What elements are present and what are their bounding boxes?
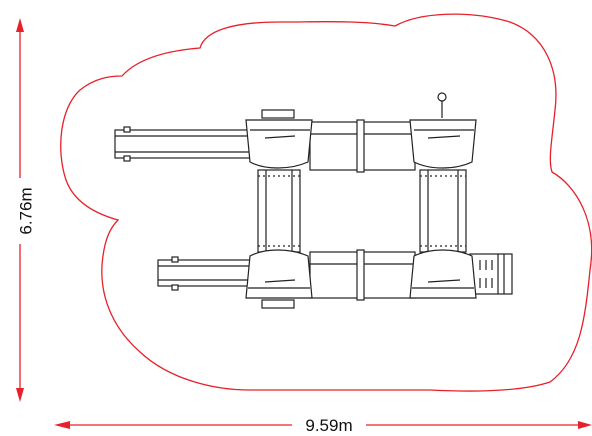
tunnel-top (309, 119, 416, 173)
width-arrow-right (578, 421, 592, 429)
height-arrow-bottom (16, 388, 24, 402)
slide-bottom-left (157, 256, 251, 291)
play-structure (114, 92, 513, 309)
safety-zone-outline (60, 13, 592, 392)
width-label: 9.59m (305, 416, 352, 435)
height-label: 6.76m (16, 187, 35, 234)
climbing-net-right (419, 169, 467, 253)
ladder-right (469, 253, 513, 295)
tower-bottom-right (409, 249, 477, 299)
slide-top-left (114, 126, 251, 162)
tower-top-right (409, 92, 477, 169)
height-arrow-top (16, 18, 24, 32)
climbing-net-left (257, 169, 301, 253)
periscope-icon (437, 92, 447, 102)
width-arrow-left (54, 421, 70, 429)
width-dimension: 9.59m (54, 415, 592, 435)
tower-bottom-left (245, 249, 313, 309)
height-dimension: 6.76m (10, 18, 35, 402)
tunnel-bottom (309, 249, 416, 301)
tower-top-left (245, 109, 313, 169)
